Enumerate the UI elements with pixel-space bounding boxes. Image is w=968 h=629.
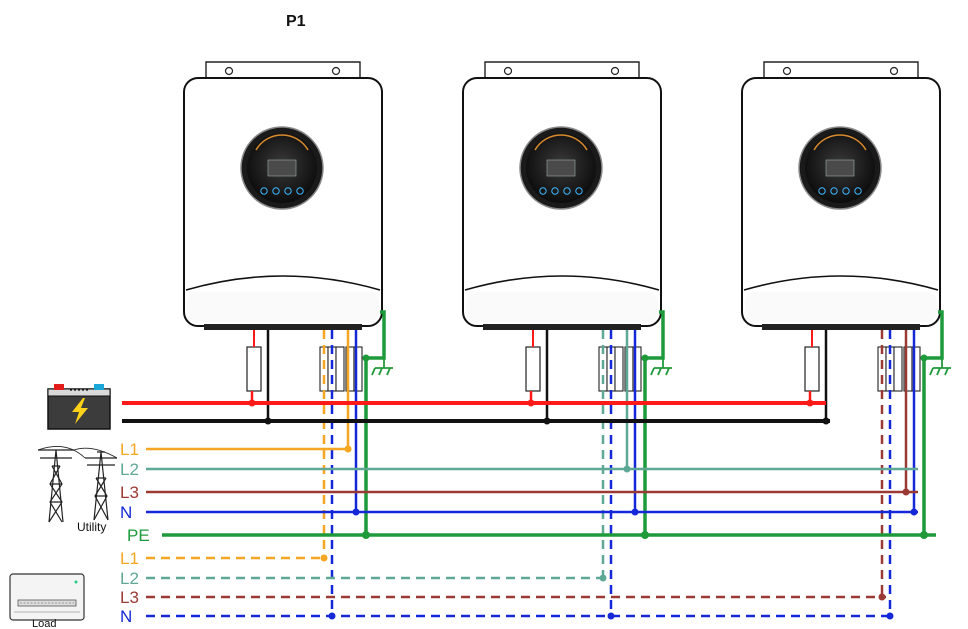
panel-button-icon bbox=[260, 187, 268, 195]
mount-hole bbox=[331, 66, 341, 76]
pe-drop bbox=[643, 310, 665, 535]
panel-button-icon bbox=[842, 187, 850, 195]
load-line-label-n: N bbox=[120, 607, 132, 626]
inverter-3 bbox=[741, 61, 951, 620]
utility-line-label-l1: L1 bbox=[120, 440, 139, 459]
pe-drop bbox=[364, 310, 386, 535]
utility-line-label-l2: L2 bbox=[120, 460, 139, 479]
pe-label: PE bbox=[127, 526, 150, 545]
display-arc bbox=[534, 134, 588, 151]
mount-hole bbox=[889, 66, 899, 76]
load-line-label-l3: L3 bbox=[120, 588, 139, 607]
panel-button-icon bbox=[575, 187, 583, 195]
utility-line-label-n: N bbox=[120, 503, 132, 522]
junction-dot bbox=[344, 445, 352, 453]
panel-button-icon bbox=[854, 187, 862, 195]
inverter-2 bbox=[462, 61, 672, 620]
panel-button-icon bbox=[563, 187, 571, 195]
ground-icon bbox=[371, 358, 393, 376]
display-arc bbox=[255, 134, 309, 151]
lower-panel bbox=[466, 292, 658, 322]
load-line-label-l2: L2 bbox=[120, 569, 139, 588]
battery-breaker bbox=[804, 346, 820, 392]
display-arc bbox=[813, 134, 867, 151]
air-conditioner-icon bbox=[9, 573, 85, 621]
diagram-title: P1 bbox=[286, 13, 306, 30]
ac-output-breaker bbox=[335, 346, 345, 392]
load-label: Load bbox=[32, 618, 56, 629]
panel-button-icon bbox=[830, 187, 838, 195]
mount-hole bbox=[610, 66, 620, 76]
mount-hole bbox=[503, 66, 513, 76]
utility-line-label-l3: L3 bbox=[120, 483, 139, 502]
panel-button-icon bbox=[284, 187, 292, 195]
bottom-ports bbox=[204, 324, 362, 330]
mount-hole bbox=[782, 66, 792, 76]
front-cover-curve bbox=[185, 275, 381, 291]
ground-icon bbox=[929, 358, 951, 376]
bottom-ports bbox=[483, 324, 641, 330]
lcd-panel bbox=[267, 159, 297, 177]
ac-output-breaker bbox=[614, 346, 624, 392]
front-cover-curve bbox=[743, 275, 939, 291]
ac-input-breaker bbox=[632, 346, 642, 392]
lcd-panel bbox=[546, 159, 576, 177]
utility-pylon-icon bbox=[37, 446, 118, 523]
lcd-panel bbox=[825, 159, 855, 177]
panel-button-icon bbox=[539, 187, 547, 195]
battery-breaker bbox=[525, 346, 541, 392]
panel-button-icon bbox=[551, 187, 559, 195]
mounting-bracket bbox=[484, 61, 640, 78]
panel-button-icon bbox=[272, 187, 280, 195]
bottom-ports bbox=[762, 324, 920, 330]
battery-breaker bbox=[246, 346, 262, 392]
inverter-1 bbox=[183, 61, 393, 620]
panel-button-icon bbox=[818, 187, 826, 195]
junction-dot bbox=[320, 554, 328, 562]
lower-panel bbox=[187, 292, 379, 322]
front-cover-curve bbox=[464, 275, 660, 291]
utility-label: Utility bbox=[77, 520, 106, 534]
ac-input-breaker bbox=[353, 346, 363, 392]
mounting-bracket bbox=[205, 61, 361, 78]
ground-icon bbox=[650, 358, 672, 376]
load-line-label-l1: L1 bbox=[120, 549, 139, 568]
mounting-bracket bbox=[763, 61, 919, 78]
pe-drop bbox=[922, 310, 944, 535]
lower-panel bbox=[745, 292, 937, 322]
mount-hole bbox=[224, 66, 234, 76]
battery-icon bbox=[47, 384, 111, 430]
panel-button-icon bbox=[296, 187, 304, 195]
ac-output-breaker bbox=[893, 346, 903, 392]
ac-input-breaker bbox=[911, 346, 921, 392]
